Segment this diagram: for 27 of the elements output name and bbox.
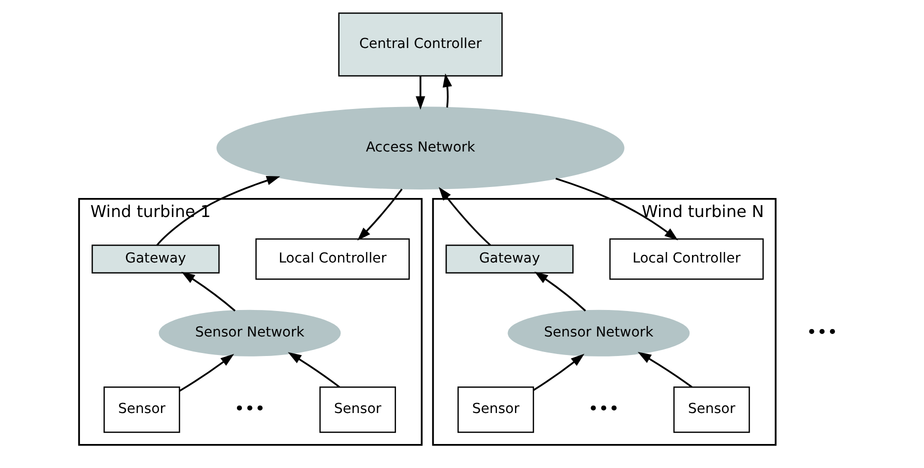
- arrow: [356, 188, 402, 241]
- node-box: Sensor: [672, 386, 750, 433]
- arrow: [637, 352, 692, 388]
- arrow: [532, 354, 584, 391]
- node-box: Sensor: [103, 386, 180, 433]
- arrow: [180, 272, 236, 312]
- node-box: Local Controller: [608, 238, 764, 280]
- arrow: [438, 187, 491, 246]
- node-box: Central Controller: [338, 12, 502, 76]
- node-ellipse: Sensor Network: [158, 310, 340, 356]
- node-box: Sensor: [456, 386, 534, 433]
- label: •••: [806, 322, 838, 343]
- node-ellipse: Sensor Network: [507, 310, 690, 356]
- label: •••: [234, 399, 265, 420]
- arrow: [555, 178, 678, 240]
- arrow: [415, 76, 425, 110]
- node-ellipse: Access Network: [216, 106, 624, 190]
- node-box: Sensor: [318, 386, 396, 433]
- node-box: Gateway: [91, 244, 220, 274]
- arrow: [156, 176, 280, 246]
- arrow: [442, 73, 452, 108]
- label: •••: [588, 399, 619, 420]
- node-box: Local Controller: [254, 238, 410, 280]
- arrow: [287, 352, 340, 388]
- node-box: Gateway: [445, 244, 574, 274]
- arrow: [534, 272, 586, 312]
- arrow: [178, 354, 234, 392]
